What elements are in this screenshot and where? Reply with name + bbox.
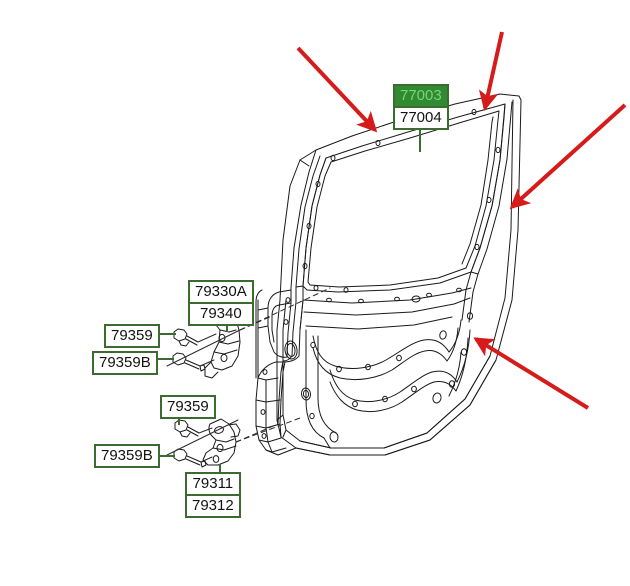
leader-line-lower-screw bbox=[157, 455, 175, 457]
part-number-79311[interactable]: 79311 bbox=[192, 475, 234, 492]
rear-window-post bbox=[461, 101, 513, 323]
part-number-79359B-upper[interactable]: 79359B bbox=[99, 354, 151, 371]
annotation-arrow-right-lower bbox=[473, 337, 590, 410]
lower-hinge-label[interactable]: 79311 79312 bbox=[185, 472, 241, 518]
door-lower-hem bbox=[282, 355, 497, 456]
leader-line-upper-bolt bbox=[156, 333, 176, 335]
upper-hinge-screw-label[interactable]: 79359B bbox=[92, 351, 158, 375]
part-number-77003[interactable]: 77003 bbox=[395, 86, 447, 106]
part-number-79359B-lower[interactable]: 79359B bbox=[101, 447, 153, 464]
annotation-arrow-right-upper bbox=[509, 103, 627, 210]
annotation-arrow-top-left bbox=[296, 46, 378, 133]
leader-line-lower-bolt bbox=[178, 413, 180, 425]
assembly-leader-lines bbox=[235, 287, 331, 443]
lower-hinge-bolt-label[interactable]: 79359 bbox=[160, 395, 216, 419]
panel-access-holes bbox=[300, 295, 447, 443]
part-number-79312[interactable]: 79312 bbox=[187, 494, 239, 516]
bolt-leader-lines bbox=[197, 333, 217, 463]
leader-line-lower-hinge bbox=[219, 464, 221, 474]
part-number-79330A[interactable]: 79330A bbox=[195, 283, 247, 300]
door-handle-cutout bbox=[284, 340, 298, 360]
front-upper-corner bbox=[257, 289, 292, 358]
hinge-crosshair-lines bbox=[166, 329, 241, 456]
lower-hinge-screw-label[interactable]: 79359B bbox=[94, 444, 160, 468]
part-number-77004[interactable]: 77004 bbox=[395, 106, 447, 128]
lower-hinge-part bbox=[202, 418, 241, 466]
part-number-79359-upper[interactable]: 79359 bbox=[111, 327, 153, 344]
leader-line-door-panel bbox=[419, 120, 421, 152]
leader-line-upper-screw bbox=[156, 358, 174, 360]
upper-hinge-bolt bbox=[173, 328, 199, 347]
door-hinge-face bbox=[255, 289, 297, 456]
upper-hinge-bolt-label[interactable]: 79359 bbox=[104, 324, 160, 348]
annotation-arrow-top-right bbox=[478, 31, 504, 112]
part-number-79359-lower[interactable]: 79359 bbox=[167, 398, 209, 415]
inner-panel-contour bbox=[312, 319, 462, 381]
door-panel-label[interactable]: 77003 77004 bbox=[393, 84, 449, 130]
part-number-79340[interactable]: 79340 bbox=[190, 302, 252, 324]
upper-hinge-label[interactable]: 79330A 79340 bbox=[188, 280, 254, 326]
lower-hinge-bolt bbox=[174, 419, 200, 438]
